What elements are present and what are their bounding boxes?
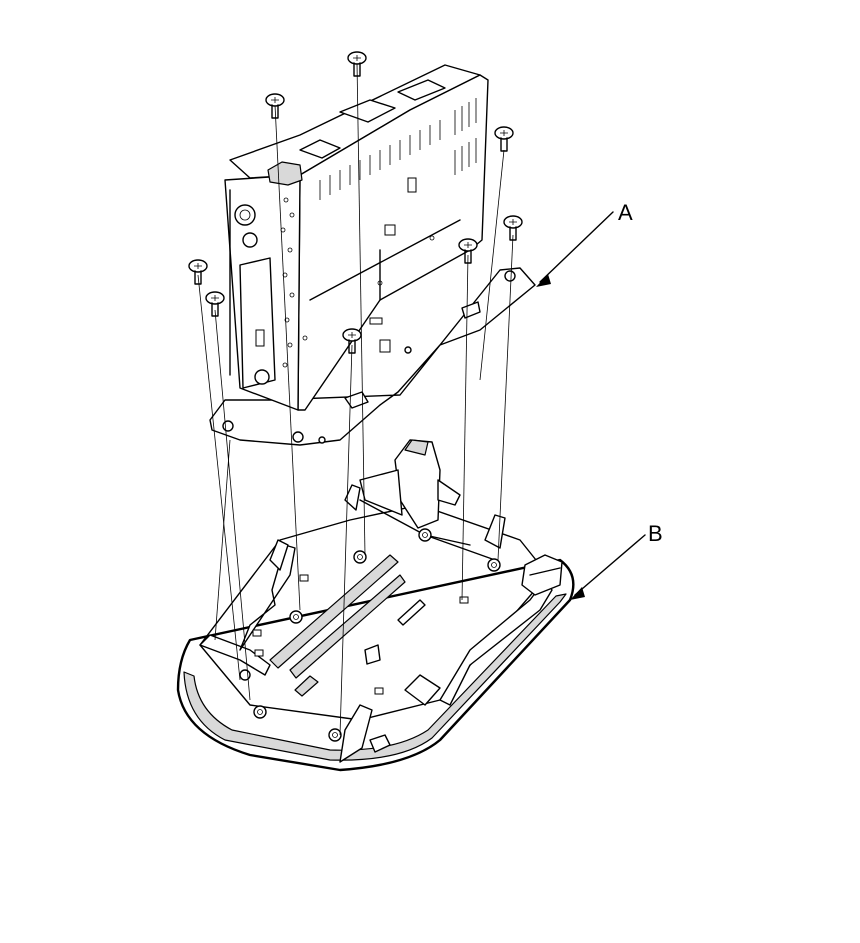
vent-dots <box>280 197 295 368</box>
screw-icon <box>265 93 285 119</box>
alignment-lines <box>197 62 514 736</box>
screws <box>188 51 523 354</box>
screw-icon <box>458 238 478 264</box>
screw-icon <box>347 51 367 77</box>
callout-b: B <box>570 521 663 600</box>
screw-icon <box>494 126 514 152</box>
callout-a: A <box>536 200 633 287</box>
callout-a-label: A <box>618 200 633 225</box>
screw-icon <box>188 259 208 285</box>
screw-icon <box>205 291 225 317</box>
screw-icon <box>342 328 362 354</box>
screw-icon <box>503 215 523 241</box>
housing-b <box>176 439 575 772</box>
unit-box <box>224 64 489 411</box>
callout-b-label: B <box>648 521 663 546</box>
side-vents <box>319 98 477 200</box>
